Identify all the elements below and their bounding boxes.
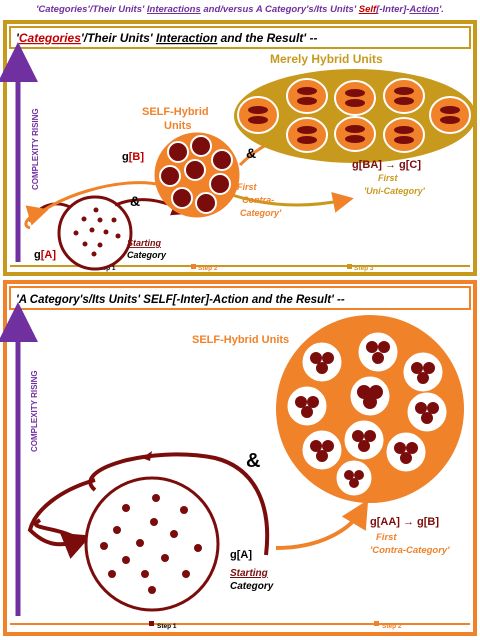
caption-part: '. <box>438 4 444 15</box>
g-a-label: g[A] <box>34 249 56 261</box>
step-1-label-2: Step 1 <box>157 623 177 630</box>
panel-1-title: 'Categories'/Their Units' Interaction an… <box>16 31 317 45</box>
formula-ba-c: g[BA] → g[C] <box>352 159 421 171</box>
starting-category-label: Category <box>127 250 167 260</box>
step-1-marker-2 <box>149 621 154 626</box>
figure-caption: 'Categories'/Their Units' Interactions a… <box>0 4 480 15</box>
orange-arrow-loop <box>24 205 49 230</box>
self-hybrid-title-line1: SELF-Hybrid <box>142 106 209 118</box>
category-a-circle <box>57 195 133 271</box>
step-2-label: Step 2 <box>198 265 218 272</box>
category-a-units <box>73 207 121 257</box>
g-a-label-2: g[A] <box>230 549 252 561</box>
uni-category-label: 'Uni-Category' <box>364 186 426 196</box>
starting-label: Starting <box>127 238 162 248</box>
complexity-axis-label-2: COMPLEXITY RISING <box>30 370 39 452</box>
panel-1: 'Categories'/Their Units' Interaction an… <box>0 20 477 276</box>
starting-label-2: Starting <box>230 568 268 579</box>
gold-arrow-to-formula <box>231 192 354 213</box>
uni-first-label: First <box>378 173 399 183</box>
starting-category-label-2: Category <box>230 581 274 592</box>
step-3-marker <box>347 264 352 269</box>
panel-1-title-box <box>9 26 471 49</box>
caption-part: Action <box>409 4 439 15</box>
caption-part: 'Categories'/Their Units' <box>36 4 147 15</box>
merely-hybrid-title: Merely Hybrid Units <box>270 52 383 66</box>
formula-aa-b: g[AA] → g[B] <box>370 516 439 528</box>
category-a-big-units <box>100 494 202 594</box>
step-2-marker <box>191 264 196 269</box>
maroon-loop-arrowhead <box>142 451 152 461</box>
caption-part: Self <box>358 4 377 15</box>
panel-2-title: 'A Category's/Its Units' SELF[-Inter]-Ac… <box>16 294 345 306</box>
caption-part: Interactions <box>146 4 201 15</box>
maroon-loop-arrow <box>88 452 270 556</box>
first-contra-label: First <box>237 182 258 192</box>
merely-hybrid-units <box>237 78 471 153</box>
self-hybrid-units <box>159 135 233 214</box>
complexity-axis-label: COMPLEXITY RISING <box>31 108 40 190</box>
caption-part: [-Inter]- <box>376 4 410 15</box>
panel-2-title-box <box>9 286 471 310</box>
ampersand-lower: & <box>130 193 140 209</box>
ampersand-upper: & <box>246 145 256 161</box>
first-label-2: First <box>376 532 397 543</box>
step-3-label: Step 3 <box>354 265 374 272</box>
orange-arrow-right <box>275 499 369 550</box>
caption-part: and/versus A Category's/Its Units' <box>200 4 359 15</box>
self-hybrid-title-line2: Units <box>164 120 192 132</box>
maroon-curve-left <box>27 478 96 559</box>
ampersand-2: & <box>246 450 260 472</box>
step-2-label-2: Step 2 <box>382 623 402 630</box>
g-b-label: g[B] <box>122 151 144 163</box>
contra-label-1: 'Contra- <box>240 195 274 205</box>
self-hybrid-big-units <box>287 332 447 496</box>
contra-category-label-2: 'Contra-Category' <box>370 545 450 556</box>
self-hybrid-title-2: SELF-Hybrid Units <box>192 334 289 346</box>
contra-label-2: Category' <box>240 208 282 218</box>
panel-2: 'A Category's/Its Units' SELF[-Inter]-Ac… <box>0 280 477 636</box>
step-2-marker-2 <box>374 621 379 626</box>
